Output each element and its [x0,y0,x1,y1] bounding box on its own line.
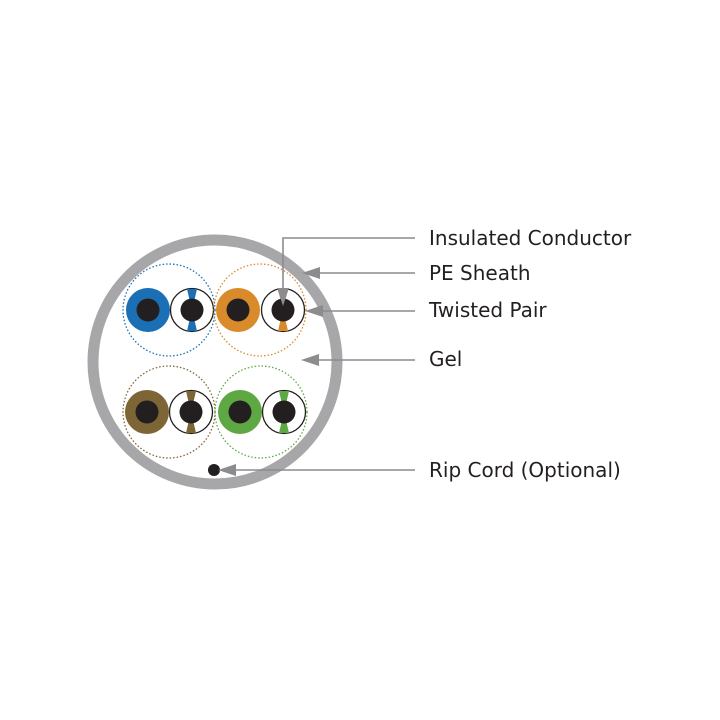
stripe-bottom-green [279,420,289,433]
conductor-core [271,298,295,322]
label-gel: Gel [429,347,462,371]
conductor-core [179,400,203,424]
stripe-bottom-brown [186,420,196,433]
pair-boundary-orange [213,263,307,357]
stripe-bottom-orange [278,318,288,331]
label-twisted-pair: Twisted Pair [428,298,547,322]
conductor-core [136,298,160,322]
stripe-top-blue [187,289,197,302]
conductor-core [228,400,252,424]
rip-cord [208,464,220,476]
conductor-core [272,400,296,424]
leader-pe-sheath [302,267,415,279]
conductor-core [180,298,204,322]
leader-rip-cord [218,464,415,476]
leader-gel [301,354,415,366]
stripe-bottom-blue [187,318,197,331]
pair-boundary-blue [122,263,216,357]
conductor-core [226,298,250,322]
pe-sheath [87,234,343,490]
conductor-core [135,400,159,424]
label-pe-sheath: PE Sheath [429,261,531,285]
label-rip-cord: Rip Cord (Optional) [429,458,621,482]
pair-boundary-green [214,365,308,459]
leader-insulated-conductor [277,237,415,306]
stripe-top-green [279,391,289,404]
leader-twisted-pair [305,305,415,317]
stripe-top-brown [186,391,196,404]
label-insulated-conductor: Insulated Conductor [429,226,632,250]
